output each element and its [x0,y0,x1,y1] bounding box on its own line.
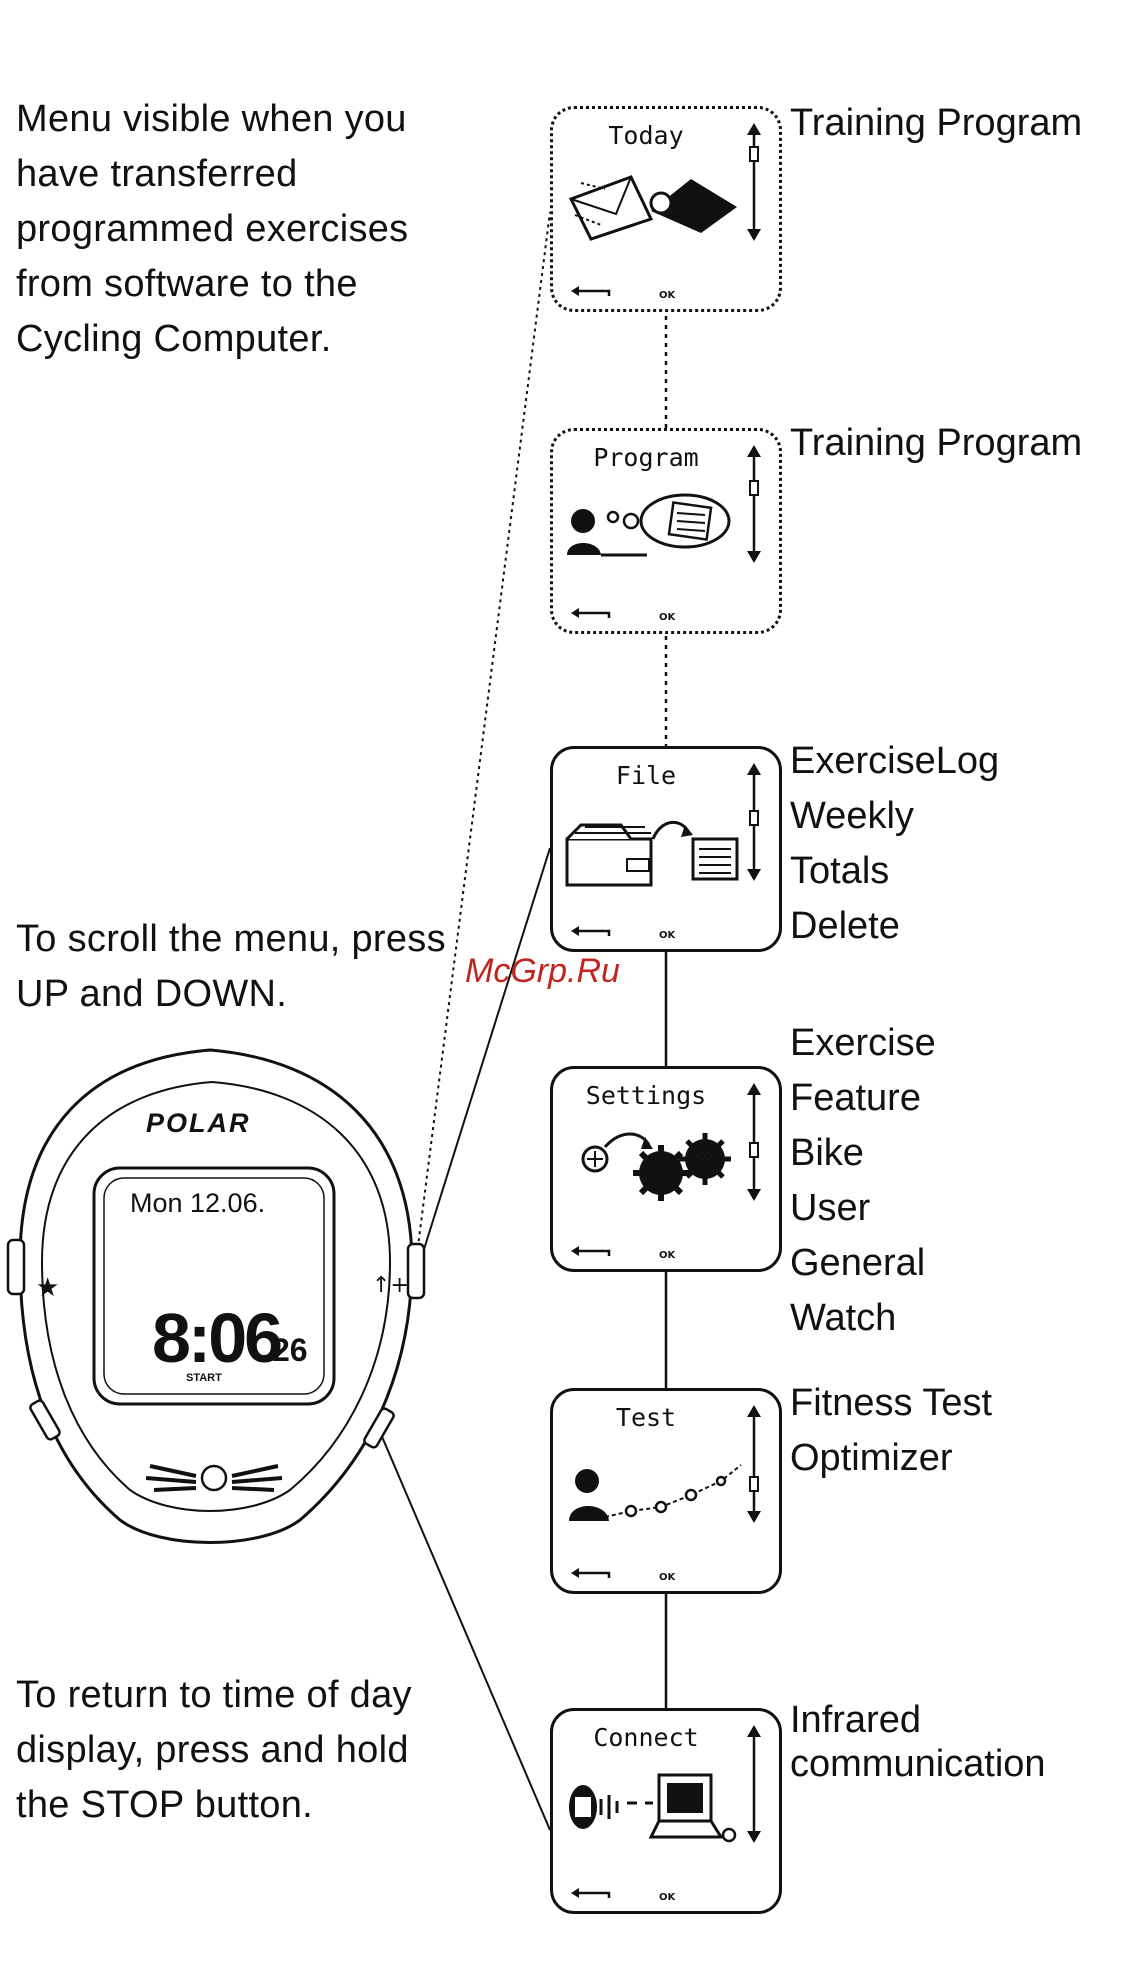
watch-lower-left-button [29,1399,61,1441]
scroll-icon [747,123,761,241]
menu-item: Training Program [790,102,1083,144]
menu-items-test: Fitness Test Optimizer [790,1376,1120,1486]
menu-item: ExerciseLog [790,740,1000,782]
screen-title-file: File [615,761,677,790]
gears-icon [581,1132,731,1201]
back-arrow-icon [571,286,611,296]
note-menu-visible: Menu visible when you have transferred p… [16,98,409,360]
screen-today: Today OK [550,106,782,312]
menu-item: Watch [790,1297,897,1339]
scroll-icon [747,1405,761,1523]
watch-start-label: START [186,1372,222,1384]
menu-items-file: ExerciseLog Weekly Totals Delete [790,734,1120,954]
scroll-icon [747,1725,761,1843]
back-arrow-icon [571,608,611,618]
menu-items-today: Training Program [790,96,1120,151]
screen-title-settings: Settings [585,1081,707,1110]
watch-wing-right [231,1464,283,1492]
menu-item: Fitness Test [790,1382,993,1424]
screen-title-connect: Connect [593,1723,699,1752]
watch-right-button [406,1242,426,1300]
menu-item: User [790,1187,871,1229]
ok-label: OK [659,612,676,623]
watch-wing-left [145,1464,197,1492]
scroll-icon [747,445,761,563]
watch-center-logo-ring [200,1464,228,1492]
note-scroll: To scroll the menu, press UP and DOWN. [16,918,446,1015]
menu-items-connect: Infrared communication [790,1698,1120,1786]
pointer-file [419,847,551,1263]
ok-label: OK [659,290,676,301]
menu-items-settings: Exercise Feature Bike User General Watch [790,1016,1120,1346]
watch-laptop-icon [569,1773,737,1843]
screen-title-test: Test [615,1403,677,1432]
menu-item: communication [790,1743,1046,1785]
menu-item: General [790,1242,926,1284]
back-arrow-icon [571,1888,611,1898]
ok-label: OK [659,930,676,941]
menu-item: Delete [790,905,900,947]
menu-item: Optimizer [790,1437,953,1479]
watch-date: Mon 12.06. [130,1188,266,1218]
watch-star-icon: ★ [36,1273,59,1303]
menu-item: Totals [790,850,890,892]
ok-label: OK [659,1892,676,1903]
watch-left-button [6,1238,26,1296]
back-arrow-icon [571,1246,611,1256]
note-return: To return to time of day display, press … [16,1674,412,1826]
screen-title-today: Today [608,121,684,150]
screen-file: File OK [550,746,782,952]
watermark: McGrp.Ru [465,952,620,990]
ok-label: OK [659,1250,676,1261]
screen-program: Program OK [550,428,782,634]
watch-inner-case [40,1080,392,1512]
envelope-map-icon [568,175,737,241]
menu-item: Exercise [790,1022,936,1064]
folders-icon [565,821,739,887]
watch-display-inner [103,1177,325,1395]
watch-display [92,1166,336,1406]
person-calendar-icon [567,493,731,557]
menu-item: Training Program [790,422,1083,464]
scroll-icon [747,763,761,881]
menu-items-program: Training Program [790,416,1120,471]
scroll-icon [747,1083,761,1201]
person-test-icon [569,1464,742,1521]
pointer-today [415,211,551,1263]
menu-item: Weekly [790,795,914,837]
pointer-connect [379,1431,551,1831]
menu-item: Feature [790,1077,921,1119]
back-arrow-icon [571,1568,611,1578]
screen-connect: Connect OK [550,1708,782,1914]
menu-item: Bike [790,1132,864,1174]
screen-test: Test OK [550,1388,782,1594]
back-arrow-icon [571,926,611,936]
ok-label: OK [659,1572,676,1583]
menu-item: Infrared [790,1699,921,1741]
watch-brand-logo: POLAR [146,1108,251,1138]
screen-title-program: Program [593,443,699,472]
watch-time: 8:06 [152,1299,283,1377]
watch-up-plus-icon: ↑+ [372,1273,409,1298]
screen-settings: Settings OK [550,1066,782,1272]
watch-seconds: 26 [272,1332,308,1368]
watch-lower-right-button [363,1407,395,1449]
cycling-computer-illustration: ★ ↑+ [6,1048,426,1544]
